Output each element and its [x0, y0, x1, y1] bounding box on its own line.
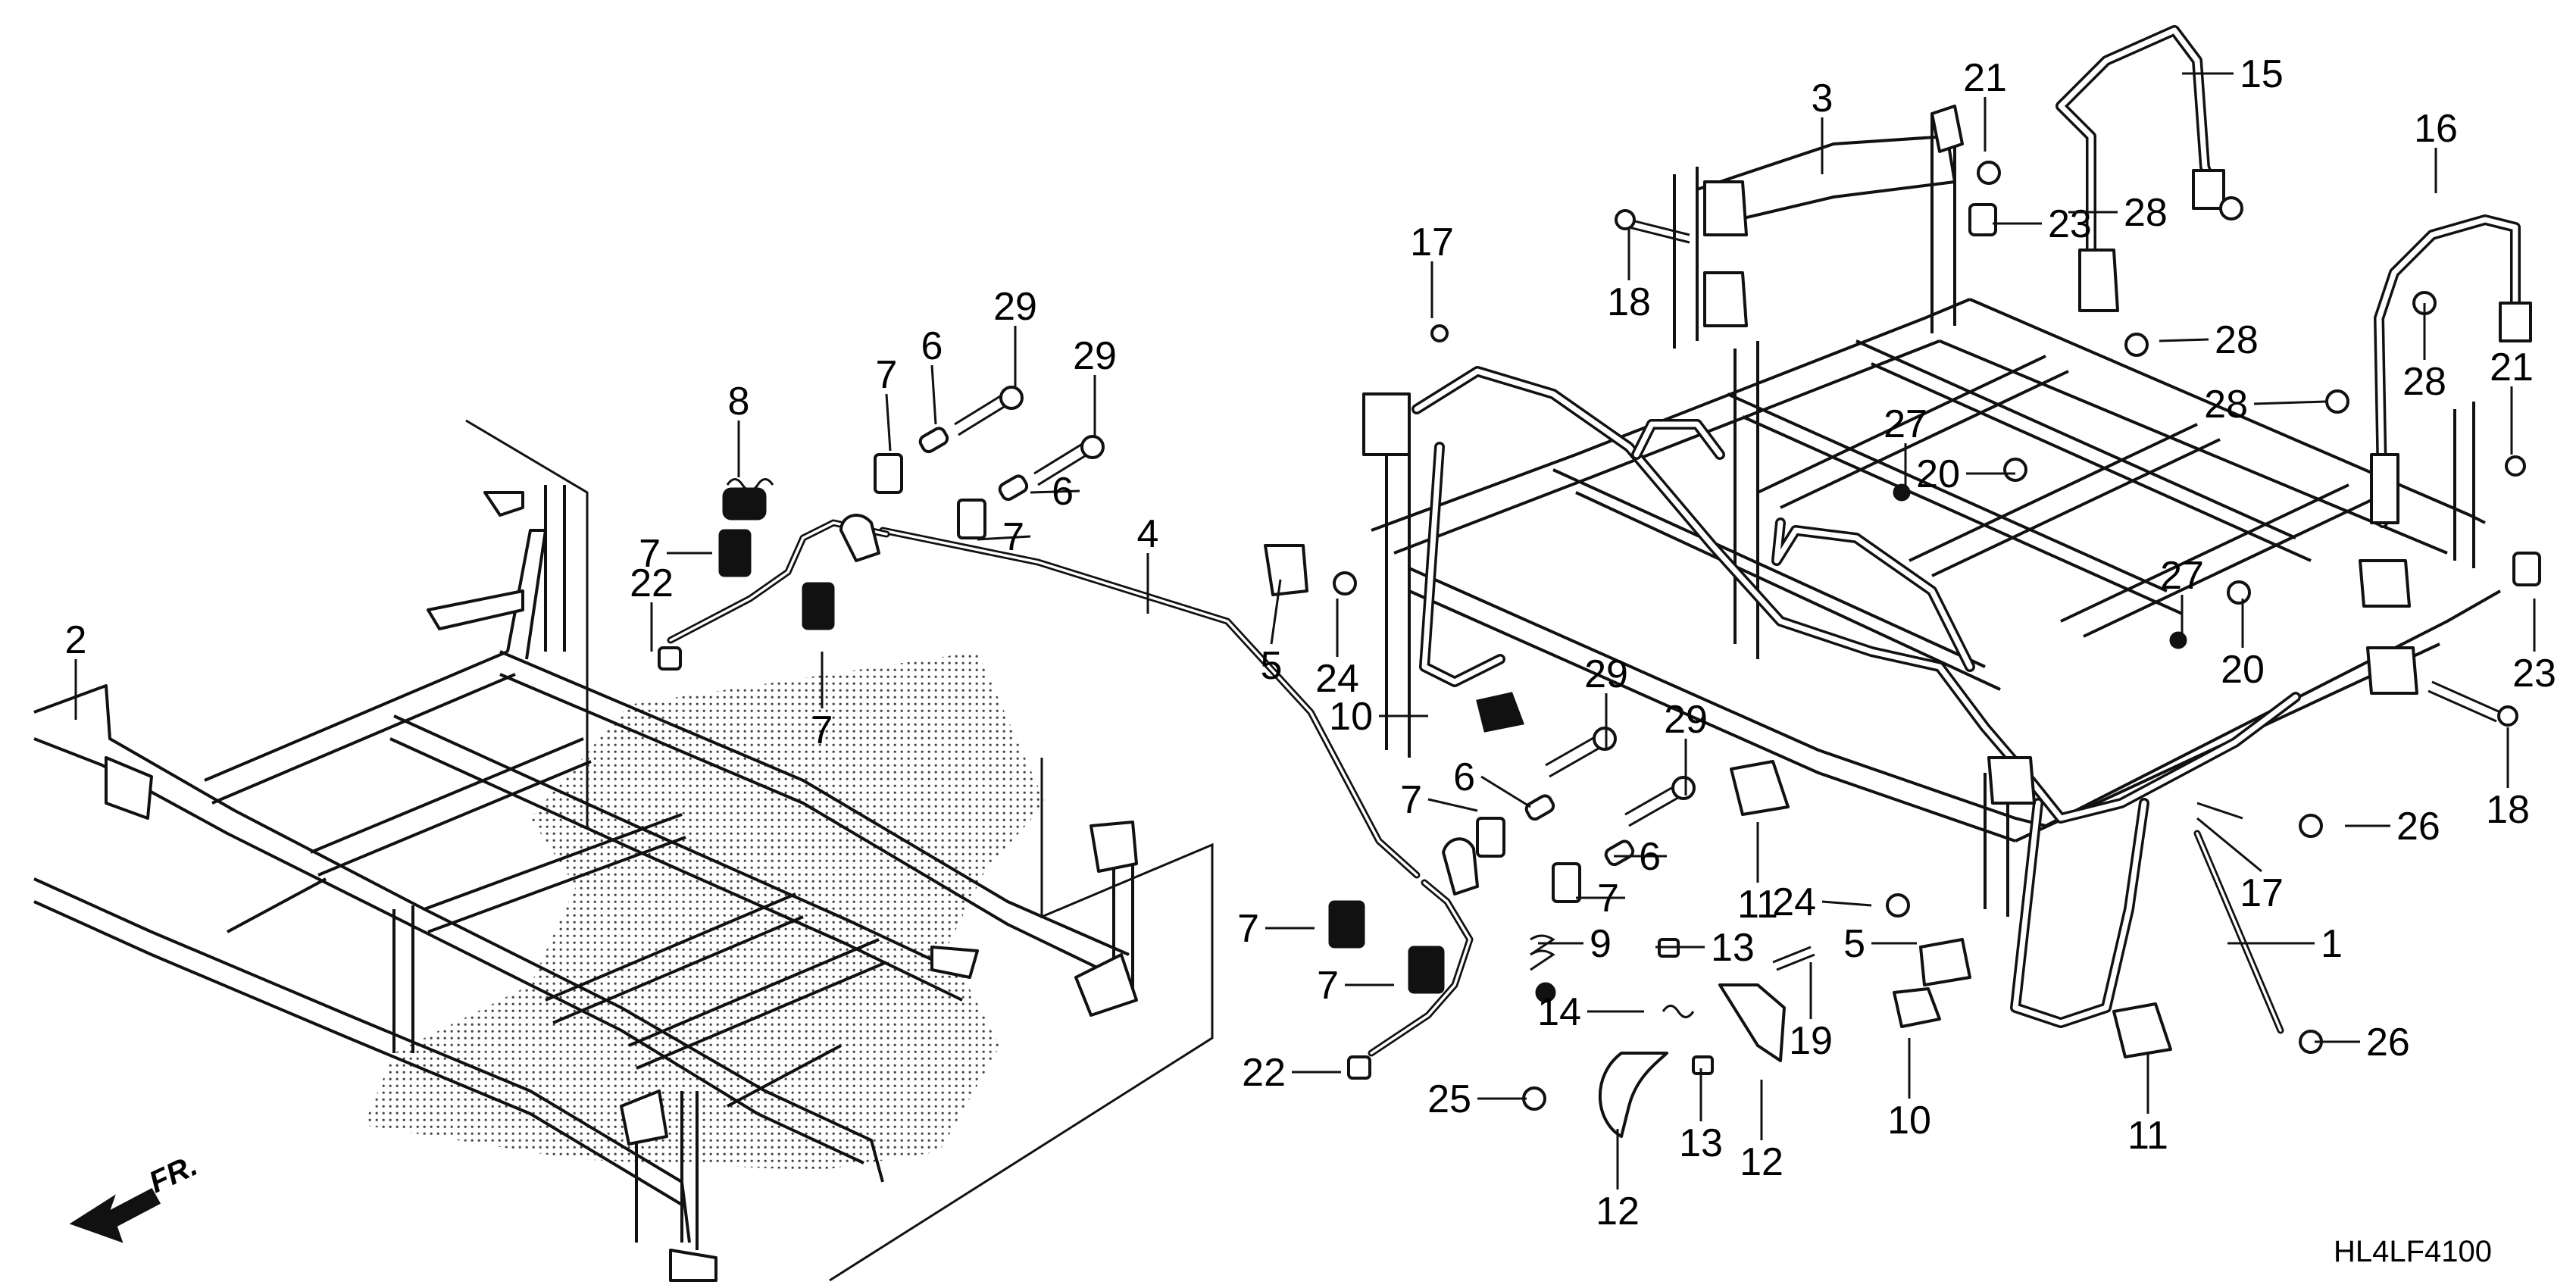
callout-number: 2: [65, 618, 87, 662]
callout-number: 26: [2366, 1021, 2410, 1064]
callout-number: 6: [1639, 835, 1661, 879]
callout-number: 17: [1410, 220, 1454, 264]
callout-leader: [2196, 817, 2262, 873]
callout-number: 23: [2512, 652, 2556, 696]
callout-number: 7: [1597, 877, 1619, 921]
callout-number: 12: [1740, 1140, 1784, 1184]
callout-number: 21: [1963, 56, 2007, 100]
callout-number: 9: [1590, 922, 1612, 966]
callout-leader: [1030, 489, 1080, 494]
callout-number: 22: [1242, 1051, 1286, 1095]
callout-number: 12: [1596, 1190, 1640, 1233]
callout-leader: [2159, 338, 2209, 342]
callout-number: 7: [1237, 907, 1259, 951]
callout-number: 6: [1052, 470, 1074, 514]
seat-lock-linkage-upper: [658, 386, 1696, 1080]
lower-frame-assembly: [33, 419, 1214, 1282]
callout-number: 7: [1002, 515, 1024, 559]
callout-number: 10: [1887, 1099, 1931, 1143]
callout-number: 23: [2048, 202, 2092, 246]
callout-number: 5: [1843, 922, 1865, 966]
callout-number: 29: [1073, 334, 1117, 378]
callout-number: 7: [1317, 964, 1339, 1008]
callout-number: 3: [1812, 77, 1834, 120]
callout-number: 27: [1884, 402, 1927, 446]
callout-number: 28: [2402, 360, 2446, 404]
front-direction-arrow: FR.: [69, 1149, 202, 1243]
callout-leader: [2253, 400, 2327, 405]
callout-number: 24: [1315, 657, 1359, 701]
callout-number: 29: [1664, 698, 1708, 742]
callout-number: 22: [630, 561, 674, 605]
callout-number: 28: [2204, 383, 2248, 427]
callout-number: 18: [2486, 788, 2530, 832]
upper-cargo-frame: [1362, 25, 2541, 1054]
callout-number: 8: [728, 380, 750, 424]
callout-number: 7: [639, 532, 661, 576]
callout-number: 1: [2321, 922, 2343, 966]
callout-number: 25: [1427, 1077, 1471, 1121]
callout-number: 14: [1537, 990, 1581, 1034]
callout-number: 24: [1772, 880, 1816, 924]
callout-leader: [1270, 579, 1282, 645]
callout-number: 6: [921, 324, 943, 368]
callout-leader: [977, 535, 1031, 541]
callout-number: 17: [2240, 871, 2284, 915]
diagram-code: HL4LF4100: [2334, 1235, 2492, 1268]
callout-number: 18: [1607, 280, 1651, 324]
callout-leader: [1480, 775, 1531, 808]
callout-number: 5: [1261, 644, 1283, 688]
callout-leader: [885, 393, 892, 452]
callout-number: 19: [1789, 1019, 1833, 1063]
callout-number: 29: [1584, 652, 1628, 696]
stipple-area: [364, 652, 1046, 1171]
callout-number: 26: [2396, 805, 2440, 849]
callout-number: 15: [2240, 52, 2284, 96]
callout-number: 4: [1137, 512, 1159, 556]
callout-number: 21: [2490, 345, 2534, 389]
callout-number: 28: [2215, 318, 2259, 362]
callout-number: 11: [1737, 883, 1778, 927]
latch-parts: [1264, 544, 2172, 1138]
callout-number: 27: [2160, 554, 2204, 598]
callout-leader: [1427, 798, 1478, 812]
callout-leader: [1821, 900, 1872, 907]
callout-number: 20: [1916, 452, 1960, 496]
callout-leader: [930, 364, 937, 425]
callout-number: 13: [1679, 1121, 1723, 1165]
callout-number: 20: [2221, 648, 2265, 692]
callout-number: 28: [2124, 191, 2168, 235]
callout-number: 7: [811, 708, 833, 752]
callout-number: 7: [1400, 778, 1422, 822]
callout-number: 6: [1453, 755, 1475, 799]
callout-number: 16: [2414, 107, 2458, 151]
callout-number: 10: [1329, 695, 1373, 739]
callout-number: 13: [1711, 926, 1755, 970]
callout-number: 11: [2127, 1114, 2168, 1158]
callout-number: 29: [993, 285, 1037, 329]
callout-number: 7: [876, 353, 898, 397]
